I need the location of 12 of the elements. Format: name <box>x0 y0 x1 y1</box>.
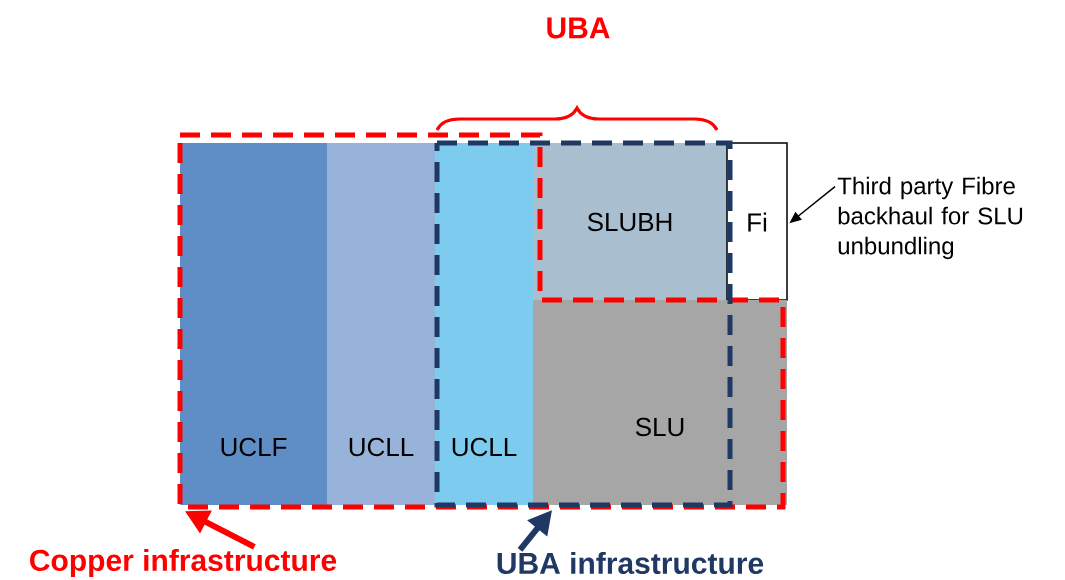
column-box: Fi <box>726 142 788 301</box>
dashed-outline <box>434 140 733 508</box>
dashed-outline <box>177 132 786 510</box>
annotation-text: Third party Fibre backhaul for SLU unbundling <box>837 176 1023 260</box>
column-box: SLUBH <box>533 143 727 300</box>
brace-label: UBA <box>547 17 610 39</box>
column-box: UCLL <box>435 143 533 505</box>
column-box: UCLF <box>180 143 327 505</box>
infrastructure-label: Copper infrastructure <box>30 549 337 577</box>
column-box: SLU <box>533 300 787 505</box>
infrastructure-label: UBA infrastructure <box>497 552 764 574</box>
column-box: UCLL <box>327 143 435 505</box>
